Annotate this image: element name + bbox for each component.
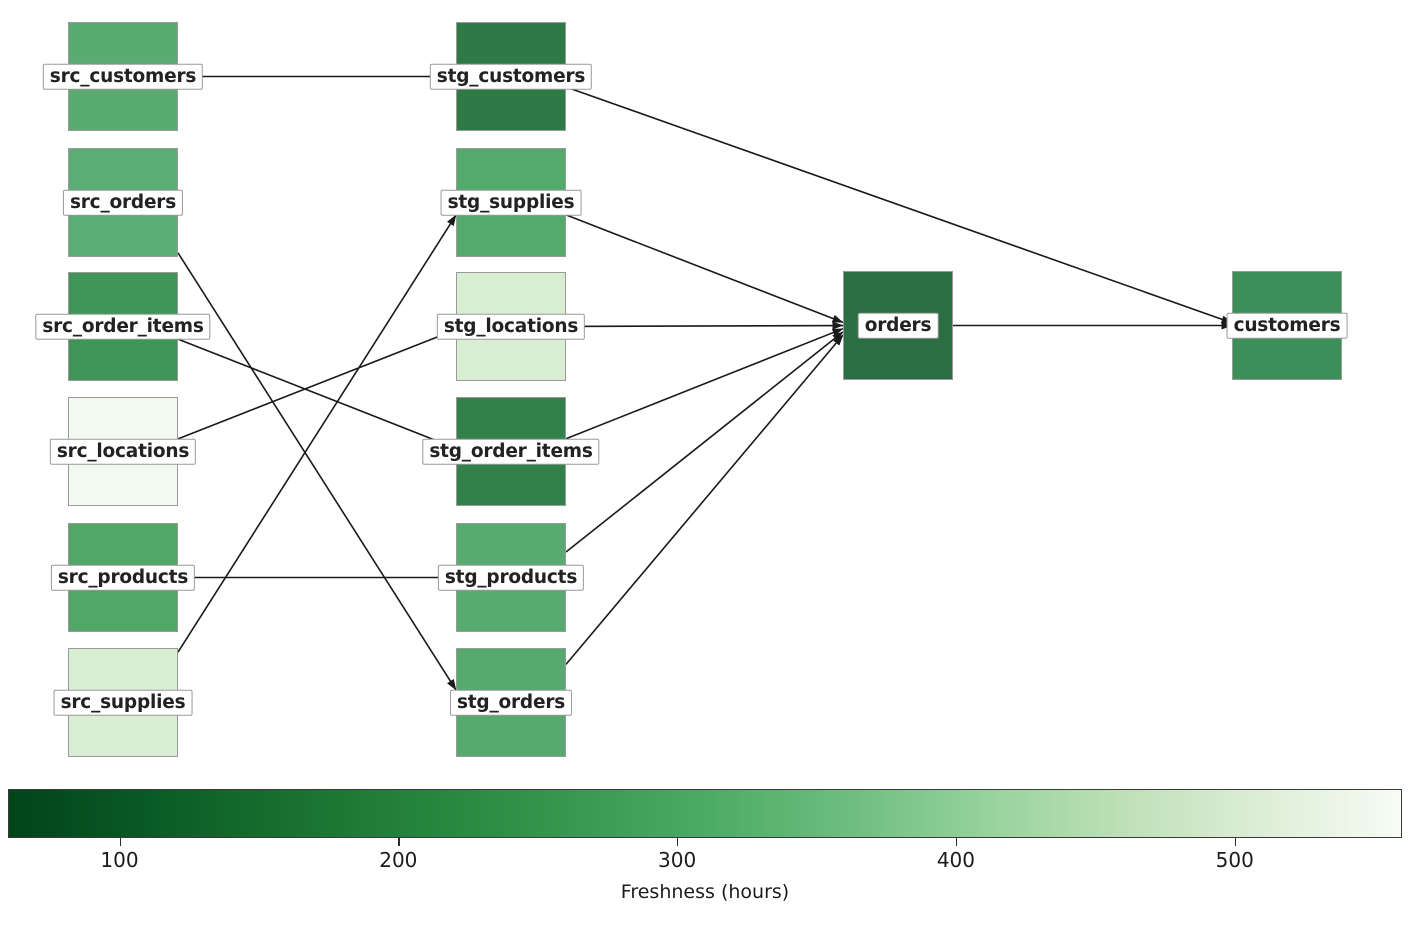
edge-src_supplies-to-stg_supplies [177,214,457,653]
node-label-src_orders[interactable]: src_orders [62,189,184,216]
node-label-src_order_items[interactable]: src_order_items [35,313,211,340]
colorbar-tick-label-100: 100 [100,848,139,872]
node-label-stg_order_items[interactable]: stg_order_items [422,438,600,465]
edge-stg_locations-to-orders [565,321,844,330]
colorbar-tick-200 [398,838,400,846]
node-label-src_locations[interactable]: src_locations [49,438,197,465]
edge-stg_products-to-orders [565,331,844,553]
colorbar-tick-label-300: 300 [658,848,697,872]
node-label-stg_locations[interactable]: stg_locations [436,313,586,340]
node-label-stg_products[interactable]: stg_products [437,564,585,591]
colorbar-tick-100 [119,838,121,846]
edge-paths [177,75,1233,691]
node-label-customers[interactable]: customers [1226,312,1348,339]
node-label-stg_customers[interactable]: stg_customers [429,63,593,90]
edge-stg_customers-to-customers [565,86,1233,324]
colorbar-title: Freshness (hours) [620,881,790,903]
colorbar-tick-300 [677,838,679,846]
node-label-orders[interactable]: orders [857,312,939,339]
edge-stg_supplies-to-orders [565,214,844,324]
node-label-src_products[interactable]: src_products [50,564,196,591]
edge-stg_orders-to-orders [565,334,844,665]
colorbar-tick-label-200: 200 [379,848,418,872]
edge-src_order_items-to-stg_order_items [177,338,457,450]
edge-stg_order_items-to-orders [565,327,844,440]
edge-src_locations-to-stg_locations [177,328,457,440]
colorbar-tick-label-400: 400 [936,848,975,872]
node-label-src_supplies[interactable]: src_supplies [53,689,193,716]
colorbar-tick-500 [1234,838,1237,846]
colorbar-gradient [8,789,1402,838]
node-label-src_customers[interactable]: src_customers [42,63,204,90]
node-label-stg_orders[interactable]: stg_orders [449,689,573,716]
node-label-stg_supplies[interactable]: stg_supplies [440,189,582,216]
edge-src_orders-to-stg_orders [177,252,457,691]
colorbar-tick-400 [955,838,958,846]
colorbar-tick-label-500: 500 [1215,848,1254,872]
